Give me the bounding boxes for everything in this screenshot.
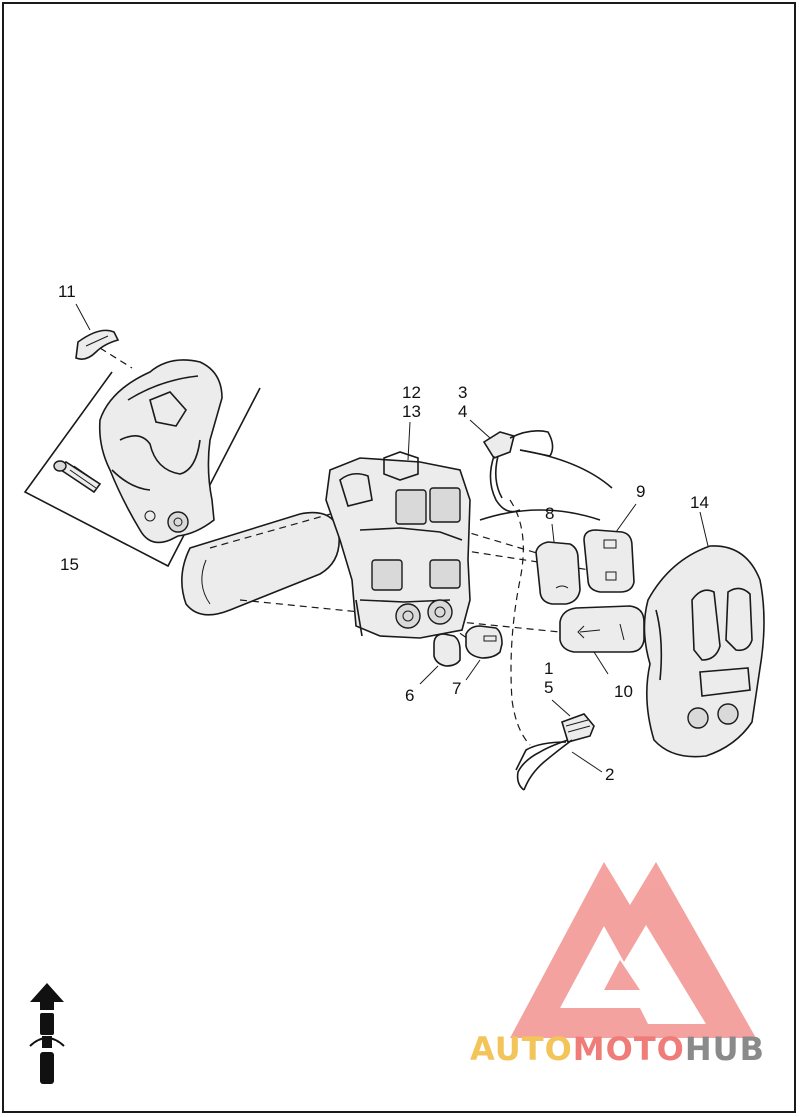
callout-13: 13 — [402, 402, 421, 421]
leader-11 — [99, 347, 133, 369]
part-6-button — [433, 633, 461, 667]
part-3-4-connector-harness — [479, 430, 613, 521]
handlebar-grip — [181, 511, 340, 616]
watermark-logo — [510, 862, 756, 1038]
part-7-button — [465, 625, 503, 659]
part-10-switch-cap — [559, 605, 645, 653]
callout-3: 3 — [458, 383, 467, 402]
callout-8: 8 — [545, 504, 554, 523]
watermark-text: AUTOMOTOHUB — [470, 1030, 765, 1068]
part-8-switch-cap — [535, 541, 581, 605]
callout-4: 4 — [458, 402, 467, 421]
callout-9: 9 — [636, 482, 645, 501]
callout-6: 6 — [405, 686, 414, 705]
callout-15: 15 — [60, 555, 79, 574]
watermark-part-hub: HUB — [684, 1030, 766, 1068]
callout-2: 2 — [605, 765, 614, 784]
callout-7: 7 — [452, 679, 461, 698]
callout-10: 10 — [614, 682, 633, 701]
callout-11: 11 — [58, 282, 76, 301]
part-15-lower-housing — [53, 359, 223, 544]
watermark-part-moto: MOTO — [572, 1030, 685, 1068]
callout-5: 5 — [544, 678, 553, 697]
callout-leaders — [75, 303, 709, 773]
part-11-cap — [75, 329, 120, 360]
callout-1: 1 — [544, 659, 553, 678]
part-1-5-connector — [515, 713, 595, 791]
group-bracket-15 — [23, 371, 261, 568]
part-14-upper-housing — [643, 545, 765, 758]
callout-14: 14 — [690, 493, 709, 512]
motorcycle-forward-arrow-icon — [29, 983, 65, 1084]
watermark-part-auto: AUTO — [470, 1030, 573, 1068]
callout-12: 12 — [402, 383, 421, 402]
part-9-switch-cap — [583, 529, 635, 593]
part-12-13-switch-assembly — [325, 451, 471, 639]
